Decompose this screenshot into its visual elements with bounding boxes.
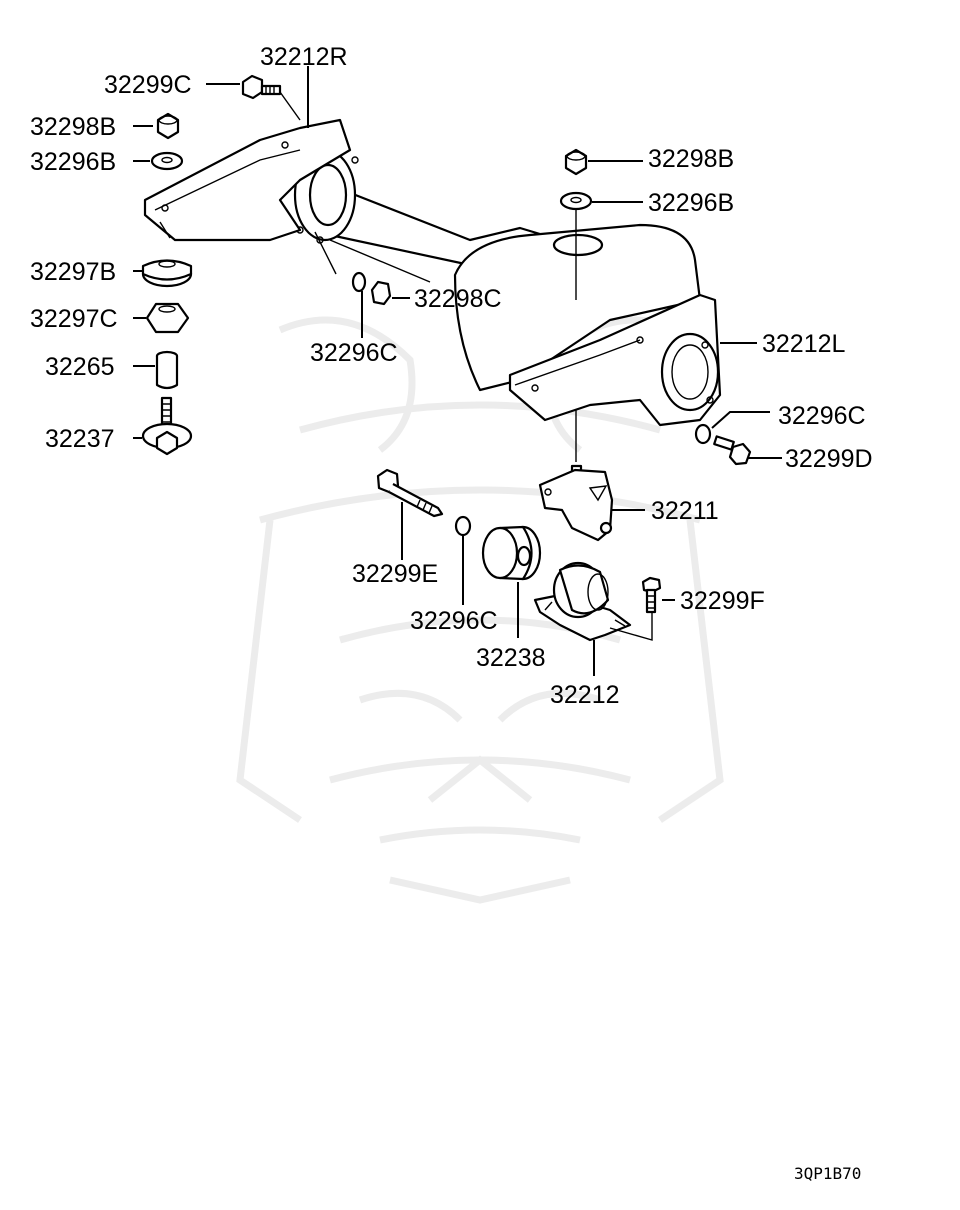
figure-code: 3QP1B70 — [794, 1164, 861, 1183]
differential-assembly — [293, 146, 702, 392]
label-32298B-right: 32298B — [648, 145, 734, 173]
insulator-32297C-drawing — [145, 302, 190, 334]
washer-32296C-mid-drawing — [351, 271, 367, 293]
label-32297C: 32297C — [30, 305, 118, 333]
bolt-32299E-drawing — [376, 468, 444, 518]
nut-32298B-right-drawing — [564, 148, 588, 176]
crossmember-right-bracket — [143, 118, 352, 242]
insulator-32297B-drawing — [141, 259, 193, 288]
washer-32296C-low-drawing — [454, 515, 472, 537]
label-32238: 32238 — [476, 644, 546, 672]
label-32298B-left: 32298B — [30, 113, 116, 141]
label-32296C-low: 32296C — [410, 607, 498, 635]
bolt-32237-drawing — [141, 396, 193, 456]
crossmember-left-bracket — [508, 293, 722, 427]
label-32265: 32265 — [45, 353, 115, 381]
label-32296B-right: 32296B — [648, 189, 734, 217]
label-32299E: 32299E — [352, 560, 438, 588]
bracket-32212-drawing — [533, 561, 632, 642]
watermark-emblem — [236, 316, 724, 904]
label-32299F: 32299F — [680, 587, 765, 615]
label-32237: 32237 — [45, 425, 115, 453]
nut-32298B-left-drawing — [156, 112, 180, 140]
label-32296B-left: 32296B — [30, 148, 116, 176]
label-32296C-mid: 32296C — [310, 339, 398, 367]
washer-32296B-right-drawing — [559, 191, 593, 211]
bolt-32299D-drawing — [713, 435, 752, 466]
nut-32298C-drawing — [370, 280, 392, 306]
spacer-32265-drawing — [155, 350, 179, 390]
label-32297B: 32297B — [30, 258, 116, 286]
washer-32296C-right-drawing — [694, 423, 712, 445]
label-32298C: 32298C — [414, 285, 502, 313]
label-32299C: 32299C — [104, 71, 192, 99]
label-32211: 32211 — [651, 497, 719, 525]
bolt-32299C-drawing — [241, 74, 282, 100]
label-32212L: 32212L — [762, 330, 846, 358]
mount-32211-drawing — [538, 464, 614, 542]
leader-lines — [133, 66, 782, 676]
washer-32296B-left-drawing — [150, 151, 184, 171]
label-32296C-right: 32296C — [778, 402, 866, 430]
label-32299D: 32299D — [785, 445, 873, 473]
label-32212R: 32212R — [260, 43, 348, 71]
label-32212: 32212 — [550, 681, 620, 709]
bushing-32238-drawing — [481, 525, 542, 581]
bolt-32299F-drawing — [641, 576, 662, 614]
